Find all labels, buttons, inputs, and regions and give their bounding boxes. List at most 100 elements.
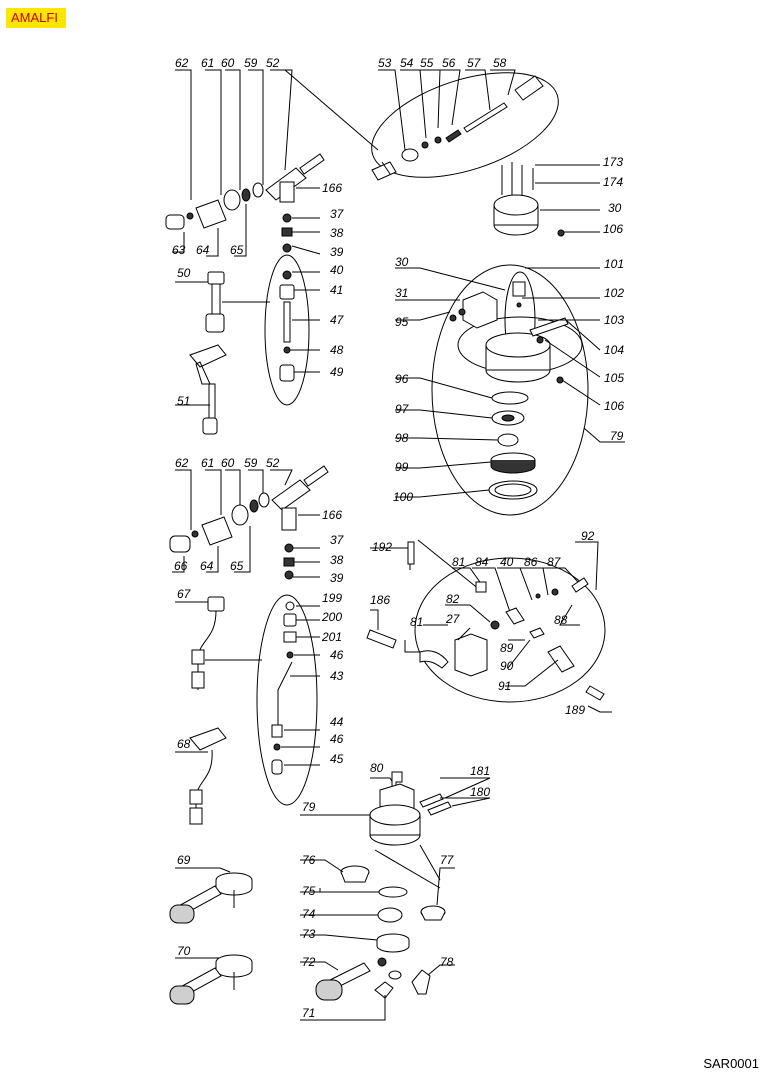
- label: 86: [524, 555, 538, 569]
- label: 52: [266, 56, 280, 70]
- label: 59: [244, 56, 258, 70]
- label: 78: [440, 955, 454, 969]
- label: 59: [244, 456, 258, 470]
- steam-valve-group-top: [165, 69, 379, 257]
- label: 90: [500, 659, 514, 673]
- label: 62: [175, 456, 189, 470]
- label: 79: [610, 429, 624, 443]
- label: 68: [177, 737, 191, 751]
- label: 31: [395, 286, 408, 300]
- spring-74: [377, 907, 403, 923]
- wand-parts-top: [175, 254, 320, 435]
- label: 53: [378, 56, 392, 70]
- label: 99: [395, 460, 409, 474]
- label: 56: [442, 56, 456, 70]
- group-head-body-30: [485, 332, 551, 358]
- model-name: AMALFI: [11, 10, 58, 25]
- label: 58: [493, 56, 507, 70]
- label: 61: [201, 456, 214, 470]
- small-ring-part: [186, 212, 194, 220]
- valve-stem-part: [265, 153, 325, 201]
- label: 106: [603, 222, 623, 236]
- label: 39: [330, 245, 344, 259]
- washer-part-2: [401, 148, 419, 162]
- label: 63: [172, 243, 186, 257]
- label: 71: [302, 1006, 315, 1020]
- label: 79: [302, 800, 316, 814]
- label: 87: [547, 555, 562, 569]
- pin-part: [463, 102, 508, 133]
- spout-78: [411, 969, 431, 995]
- label: 88: [554, 613, 568, 627]
- detail-ellipse-92: [414, 557, 606, 703]
- filter-parts: [300, 859, 455, 1021]
- label: 30: [395, 255, 409, 269]
- label: 39: [330, 571, 344, 585]
- group-head-detail-79: [395, 264, 625, 516]
- part-labels: 62 61 60 59 52 53 54 55 56 57 58 166 37 …: [172, 56, 624, 1020]
- label: 51: [177, 394, 190, 408]
- model-badge: AMALFI: [6, 8, 66, 28]
- label: 70: [177, 944, 191, 958]
- label: 60: [221, 456, 235, 470]
- label: 104: [604, 343, 624, 357]
- label: 38: [330, 226, 344, 240]
- label: 65: [230, 559, 244, 573]
- drawing-code: SAR0001: [703, 1056, 759, 1071]
- solenoid-block-31: [462, 291, 498, 329]
- label: 91: [498, 679, 511, 693]
- washer-part: [223, 189, 241, 211]
- label: 61: [201, 56, 214, 70]
- label: 48: [330, 343, 344, 357]
- label: 37: [330, 533, 345, 547]
- label: 166: [322, 181, 342, 195]
- wand-body-51: [189, 344, 227, 385]
- label: 95: [395, 315, 409, 329]
- nut-part: [252, 182, 264, 198]
- label: 180: [470, 785, 490, 799]
- label: 60: [221, 56, 235, 70]
- label: 50: [177, 266, 191, 280]
- label: 173: [603, 155, 623, 169]
- spring-part: [445, 129, 462, 143]
- label: 201: [321, 630, 342, 644]
- handle-72: [315, 979, 343, 1001]
- label: 37: [330, 207, 345, 221]
- label: 64: [200, 559, 214, 573]
- label: 55: [420, 56, 434, 70]
- label: 181: [470, 764, 490, 778]
- fitting-part: [279, 181, 295, 203]
- label: 66: [174, 559, 188, 573]
- label: 80: [370, 761, 384, 775]
- spout-71: [374, 981, 394, 999]
- label: 47: [330, 313, 345, 327]
- label: 199: [322, 591, 342, 605]
- nut-101: [512, 281, 526, 297]
- label: 46: [330, 648, 344, 662]
- label: 98: [395, 431, 409, 445]
- group-head-block-top: [493, 162, 600, 237]
- label: 186: [370, 593, 390, 607]
- seal-part: [241, 188, 251, 202]
- label: 76: [302, 853, 316, 867]
- label: 75: [302, 884, 316, 898]
- bolt-192: [407, 541, 415, 565]
- label: 84: [475, 555, 489, 569]
- label: 46: [330, 732, 344, 746]
- label: 166: [322, 508, 342, 522]
- steam-valve-group-middle: [169, 465, 329, 580]
- label: 57: [467, 56, 482, 70]
- label: 192: [372, 540, 392, 554]
- label: 62: [175, 56, 189, 70]
- portafilter-69: [169, 867, 253, 924]
- label: 40: [500, 555, 514, 569]
- label: 65: [230, 243, 244, 257]
- group-head-top-face: [493, 194, 539, 216]
- label: 92: [581, 529, 595, 543]
- label: 27: [445, 612, 461, 626]
- tee-fitting-89: [505, 607, 525, 625]
- label: 44: [330, 715, 344, 729]
- detail-ellipse-199-45: [256, 594, 318, 806]
- group-head-block-79: [369, 804, 421, 826]
